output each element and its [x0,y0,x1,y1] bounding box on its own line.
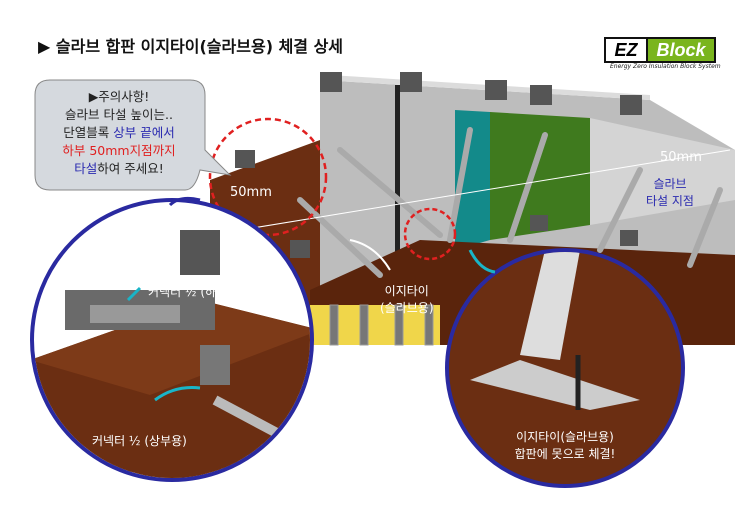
logo-tagline: Energy Zero Insulation Block System [610,63,721,70]
teal-block [455,110,490,250]
callout-text: 단열블록 [63,125,114,140]
callout-warning: 하부 50mm지점까지 [62,143,176,158]
easytie-label: 이지타이 (슬라브용) [380,282,434,316]
logo-ez: EZ [604,37,648,63]
callout-highlight: 타설 [74,161,98,176]
callout-highlight: 상부 끝에서 [113,125,175,140]
ez-block-logo: EZ Block Energy Zero Insulation Block Sy… [604,31,721,70]
pour-point-line: 타설 지점 [646,194,694,208]
green-block [490,112,590,240]
dimension-50mm-left: 50mm [230,185,272,200]
callout-bubble [34,79,232,191]
pour-point-label: 슬라브 타설 지점 [640,175,700,209]
dimension-50mm-right: 50mm [660,150,702,165]
connector-upper-label: 커넥터 ½ (상부용) [92,434,187,448]
pour-point-line: 슬라브 [653,177,687,191]
detail-note-line: 이지타이(슬라브용) [516,430,614,444]
easytie-label-line: 이지타이 [384,284,429,298]
callout-text: 하여 주세요! [97,161,164,176]
callout-text: 슬라브 타설 높이는.. [65,107,173,122]
easytie-label-line: (슬라브용) [380,301,434,315]
detail-note: 이지타이(슬라브용) 합판에 못으로 체결! [500,428,630,462]
detail-note-line: 합판에 못으로 체결! [514,447,616,461]
callout-heading: ▶주의사항! [88,89,150,104]
connector-lower-label: 커넥터 ½ (하부용) [148,285,243,299]
detail-circle-right [445,248,685,488]
caution-callout: ▶주의사항! 슬라브 타설 높이는.. 단열블록 상부 끝에서 하부 50mm지… [44,88,194,178]
page-title: ▶ 슬라브 합판 이지타이(슬라브용) 체결 상세 [38,37,344,56]
logo-block: Block [646,37,716,63]
dashed-highlight-circle [403,207,457,261]
dashed-highlight-circle [208,117,328,237]
